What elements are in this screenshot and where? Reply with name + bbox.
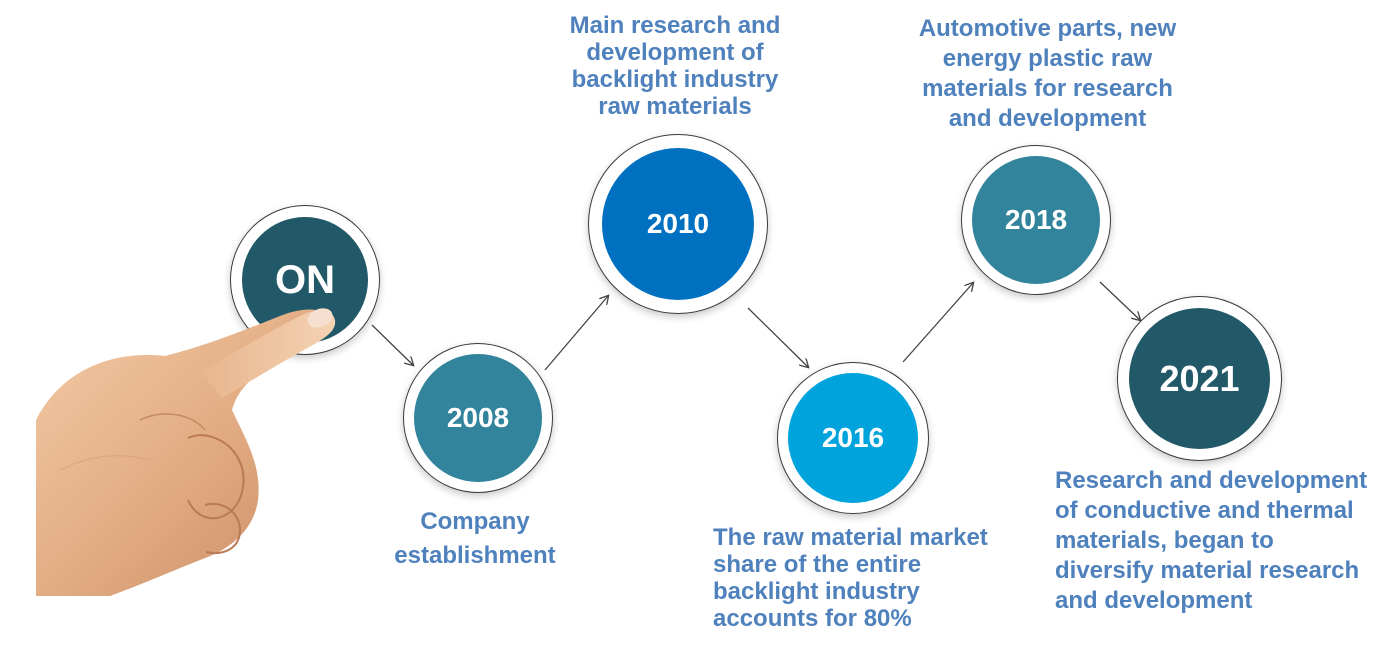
node-2018: 2018 (961, 145, 1111, 295)
caption-2021-line1: Research and development (1055, 467, 1368, 494)
caption-2018-line4: and development (948, 105, 1147, 132)
arrow-2008-2010 (544, 296, 608, 371)
node-2008-fill: 2008 (414, 354, 542, 482)
caption-2010: Main research and development of backlig… (545, 12, 805, 120)
node-2021-fill: 2021 (1129, 308, 1270, 449)
caption-2021: Research and development of conductive a… (1055, 466, 1390, 616)
caption-2010-line4: raw materials (598, 93, 752, 120)
caption-2010-line3: backlight industry (571, 66, 779, 93)
node-2010-label: 2010 (646, 208, 710, 239)
arrow-on-2008 (371, 324, 413, 365)
caption-2018-line3: materials for research (922, 75, 1173, 102)
caption-2018-line1: Automotive parts, new (918, 15, 1177, 42)
node-2016-label: 2016 (821, 422, 885, 453)
caption-2021-line4: diversify material research (1055, 557, 1360, 584)
caption-2021-line5: and development (1055, 587, 1253, 614)
arrow-2010-2016 (747, 307, 808, 367)
node-2008-label: 2008 (446, 402, 510, 433)
caption-2018-line2: energy plastic raw (942, 45, 1153, 72)
arrow-2016-2018 (902, 283, 973, 363)
node-2018-fill: 2018 (972, 156, 1100, 284)
pointing-hand-icon (36, 308, 336, 596)
caption-2016: The raw material market share of the ent… (713, 524, 1013, 632)
caption-2016-line3: backlight industry (713, 578, 920, 605)
node-2010: 2010 (588, 134, 768, 314)
caption-2018: Automotive parts, new energy plastic raw… (895, 14, 1200, 134)
node-2010-fill: 2010 (602, 148, 754, 300)
arrow-2018-2021 (1099, 281, 1140, 320)
node-2018-label: 2018 (1004, 204, 1068, 235)
caption-2010-line2: development of (586, 39, 764, 66)
node-on-label: ON (275, 257, 335, 302)
caption-2021-line3: materials, began to (1055, 527, 1274, 554)
caption-2016-line2: share of the entire (713, 551, 922, 578)
caption-2021-line2: of conductive and thermal (1055, 497, 1354, 524)
caption-2008-line1: Company (420, 508, 530, 535)
node-2021-label: 2021 (1159, 357, 1240, 399)
caption-2008: Company establishment (380, 505, 570, 573)
node-2021: 2021 (1117, 296, 1282, 461)
node-2016-fill: 2016 (788, 373, 918, 503)
caption-2008-line2: establishment (394, 542, 556, 569)
node-2008: 2008 (403, 343, 553, 493)
node-2016: 2016 (777, 362, 929, 514)
caption-2010-line1: Main research and (569, 12, 781, 39)
caption-2016-line4: accounts for 80% (713, 605, 912, 632)
caption-2016-line1: The raw material market (713, 524, 988, 551)
